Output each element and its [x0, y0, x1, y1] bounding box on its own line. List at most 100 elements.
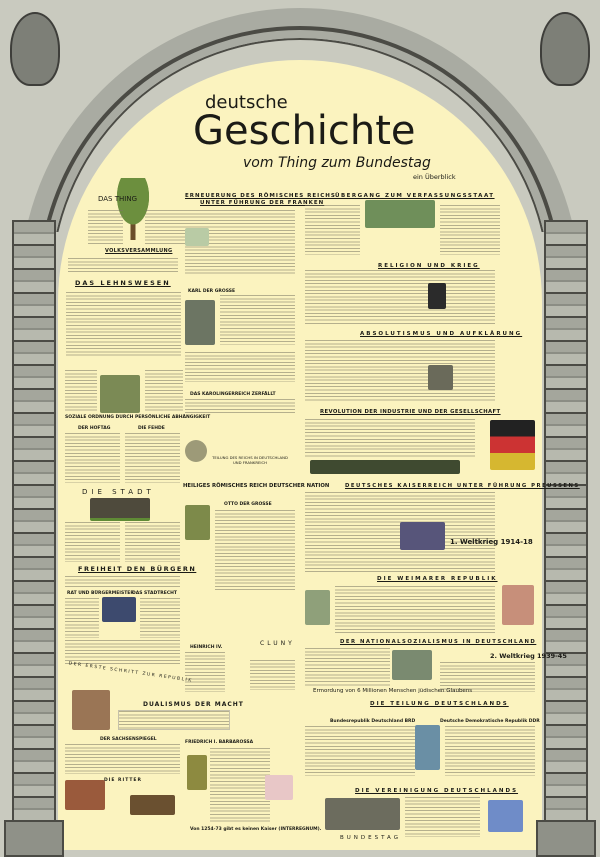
- seal-image: [185, 440, 207, 462]
- vereinigung-heading: DIE VEREINIGUNG DEUTSCHLANDS: [355, 788, 519, 794]
- ns-text: [305, 648, 390, 686]
- cluny-text: [250, 660, 295, 690]
- rat-heading: RAT UND BÜRGERMEISTER: [67, 591, 134, 596]
- heinrich-heading: HEINRICH IV.: [190, 645, 223, 650]
- erneuerung-heading-2: UNTER FÜHRUNG DER FRANKEN: [200, 200, 325, 206]
- ddr-text: [445, 726, 535, 776]
- stadt-text: [65, 522, 120, 562]
- lehnswesen-text-2: [65, 370, 97, 412]
- lehnswesen-text: [66, 292, 181, 357]
- verfassung-text: [305, 205, 360, 255]
- luther-image: [428, 283, 446, 309]
- verfassungsstaat-heading: ÜBERGANG ZUM VERFASSUNGSSTAAT: [335, 193, 495, 199]
- ns-image: [392, 650, 432, 680]
- heiliges-reich-heading: HEILIGES RÖMISCHES REICH DEUTSCHER NATIO…: [183, 483, 330, 489]
- train-image: [310, 460, 460, 474]
- title-pre: deutsche: [205, 92, 288, 113]
- franken-map: [185, 228, 209, 246]
- weltkrieg2-heading: 2. Weltkrieg 1939-45: [490, 652, 567, 660]
- das-thing-heading: DAS THING: [98, 195, 137, 203]
- ns-heading: DER NATIONALSOZIALISMUS IN DEUTSCHLAND: [340, 639, 537, 645]
- stadtrecht-text: [140, 598, 180, 638]
- otto-text: [215, 510, 295, 590]
- karl-text: [220, 295, 295, 345]
- ddr-heading: Deutsche Demokratische Republik DDR: [440, 719, 540, 724]
- ermordung-note: Ermordung von 6 Millionen Menschen jüdis…: [313, 688, 473, 694]
- thing-text: [88, 210, 123, 245]
- cluny-heading: CLUNY: [260, 640, 295, 647]
- sachsenspiegel-heading: DER SACHSENSPIEGEL: [100, 737, 157, 742]
- soziale-ordnung-heading: SOZIALE ORDNUNG DURCH PERSÖNLICHE ABHÄNG…: [65, 415, 211, 420]
- karolingerreich-heading: DAS KAROLINGERREICH ZERFÄLLT: [190, 392, 276, 397]
- fehde-heading: DIE FEHDE: [138, 426, 165, 431]
- stadt-text-2: [125, 522, 180, 562]
- left-pillar-base: [4, 820, 64, 857]
- hoftag-text: [65, 433, 120, 483]
- reich-map: [265, 775, 293, 800]
- lehnswesen-text-3: [145, 370, 183, 412]
- volksversammlung-heading: VOLKSVERSAMMLUNG: [105, 248, 173, 254]
- thing-text-right: [145, 210, 185, 245]
- religion-heading: RELIGION UND KRIEG: [378, 263, 480, 269]
- otto-heading: OTTO DER GROSSE: [224, 502, 272, 507]
- castle-image: [65, 780, 105, 810]
- left-bird-ornament: [10, 12, 60, 86]
- interregnum-note: Von 1254-73 gibt es keinen Kaiser (INTER…: [190, 827, 322, 832]
- right-bird-ornament: [540, 12, 590, 86]
- verfassung-text-2: [440, 205, 500, 255]
- karl-text-2: [185, 352, 295, 382]
- barbarossa-text: [210, 748, 270, 823]
- stadtrecht-heading: DAS STADTRECHT: [132, 591, 177, 596]
- sachsenspiegel-text: [65, 744, 180, 774]
- city-image: [90, 498, 150, 521]
- overview-note: ein Überblick: [413, 173, 456, 181]
- frederick-image: [428, 365, 453, 390]
- revolution-text: [305, 419, 475, 458]
- barbarossa-heading: FRIEDRICH I. BARBAROSSA: [185, 740, 254, 745]
- karl-statue-image: [185, 300, 215, 345]
- teilung-heading: DIE TEILUNG DEUTSCHLANDS: [370, 701, 509, 707]
- lehnswesen-heading: DAS LEHNSWESEN: [75, 279, 171, 287]
- brd-text: [305, 726, 415, 776]
- weltkrieg1-heading: 1. Weltkrieg 1914-18: [450, 538, 533, 546]
- eu-flag: [488, 800, 523, 832]
- karolingerreich-text: [185, 399, 295, 413]
- absolutismus-heading: ABSOLUTISMUS UND AUFKLÄRUNG: [360, 331, 523, 337]
- reichstag-image: [325, 798, 400, 830]
- bundestag-label: BUNDESTAG: [340, 835, 401, 841]
- left-pillar: [12, 220, 56, 830]
- page-subtitle: vom Thing zum Bundestag: [243, 155, 431, 171]
- kaiserreich-heading: DEUTSCHES KAISERREICH UNTER FÜHRUNG PREU…: [345, 483, 580, 489]
- fehde-text: [125, 433, 180, 483]
- brd-heading: Bundesrepublik Deutschland BRD: [330, 719, 416, 724]
- rat-text: [65, 598, 99, 638]
- right-pillar: [544, 220, 588, 830]
- dualismus-heading: DUALISMUS DER MACHT: [143, 701, 244, 708]
- weimar-cartoon: [502, 585, 534, 625]
- teilung-reich-label: TEILUNG DES REICHS IN DEUTSCHLAND UND FR…: [212, 455, 288, 465]
- stadt-text-3: [65, 640, 180, 665]
- rulers-image: [72, 690, 110, 730]
- vassal-image: [100, 375, 140, 413]
- council-image: [102, 597, 136, 622]
- barbarossa-image: [187, 755, 207, 790]
- volksversammlung-text: [68, 258, 178, 273]
- knights-image: [130, 795, 175, 815]
- page-title: Geschichte: [193, 108, 416, 154]
- dualismus-text: [118, 710, 230, 730]
- hoftag-heading: DER HOFTAG: [78, 426, 111, 431]
- karl-heading: KARL DER GROSSE: [188, 289, 236, 294]
- weltkrieg2-text: [440, 662, 535, 692]
- electors-image: [365, 200, 435, 228]
- erneuerung-heading-1: ERNEUERUNG DES RÖMISCHES REICHS: [185, 193, 336, 199]
- stadt-heading: DIE STADT: [82, 488, 155, 496]
- republik-poster: [305, 590, 330, 625]
- otto-image: [185, 505, 210, 540]
- right-pillar-base: [536, 820, 596, 857]
- ritter-heading: DIE RITTER: [104, 778, 142, 783]
- absolutismus-text: [305, 340, 495, 402]
- weimar-heading: DIE WEIMARER REPUBLIK: [377, 576, 498, 582]
- freiheit-text: [65, 576, 180, 588]
- weimar-text: [335, 586, 495, 634]
- kaiser-image: [400, 522, 445, 550]
